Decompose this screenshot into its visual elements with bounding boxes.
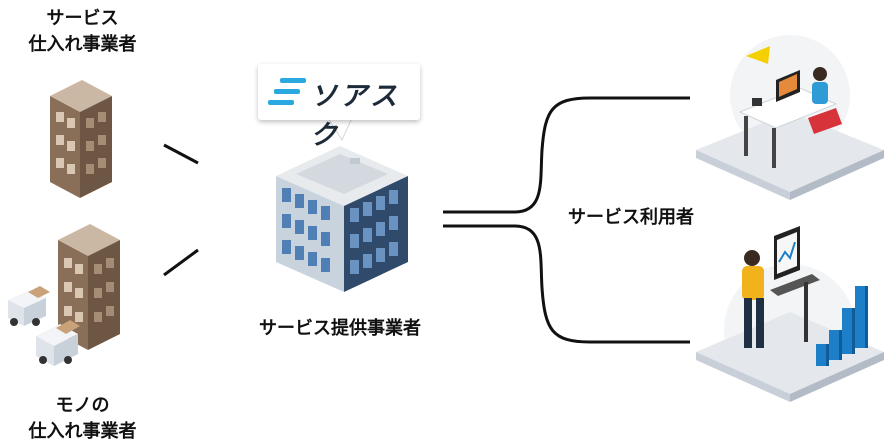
service-provider-building-icon [276,146,408,292]
connector-dash-top [163,143,199,165]
logo-text: ソアスク [310,81,400,151]
goods-supplier-label-line2: 仕入れ事業者 [28,421,137,442]
service-supplier-label: サービス 仕入れ事業者 [0,6,165,58]
goods-supplier-building-icon [58,224,120,350]
connector-dash-bottom [163,248,199,277]
goods-supplier-label: モノの 仕入れ事業者 [0,393,165,445]
connector-to-users [443,96,690,344]
delivery-truck-icon [36,320,80,366]
service-provider-label: サービス提供事業者 [259,318,421,339]
service-supplier-label-line1: サービス [46,8,119,29]
user-analyst-icon [696,226,884,402]
service-supplier-building-icon [50,80,112,198]
service-supplier-label-line2: 仕入れ事業者 [28,34,137,55]
soasuku-logo: ソアスク [258,64,420,151]
logo-lines-icon [268,78,306,105]
service-users-label: サービス利用者 [568,207,694,228]
user-desk-worker-icon [696,35,884,200]
goods-supplier-label-line1: モノの [55,395,110,416]
delivery-truck-icon [8,286,50,326]
